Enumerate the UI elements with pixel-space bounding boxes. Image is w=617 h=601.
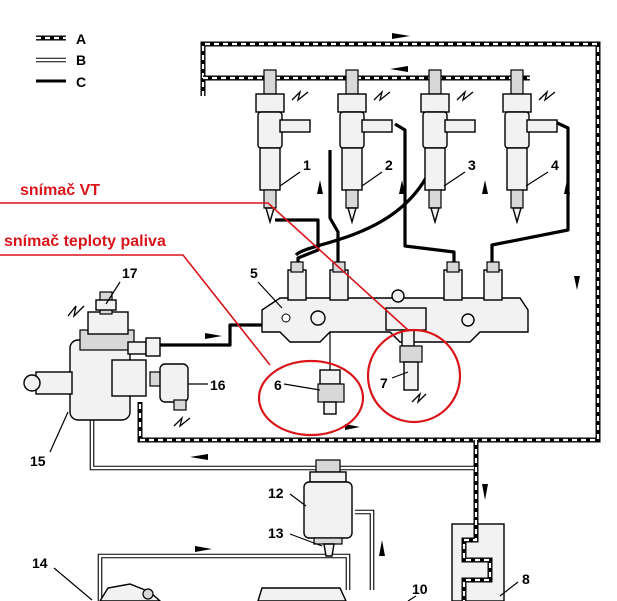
callout-14: 14 bbox=[32, 555, 48, 571]
electric-connector-bolt-icon bbox=[291, 89, 556, 102]
fuel-temp-sensor-label: snímač teploty paliva bbox=[4, 233, 166, 250]
fuel-temp-highlight-circle bbox=[257, 359, 365, 437]
callout-5: 5 bbox=[250, 265, 258, 281]
injector-1 bbox=[255, 69, 311, 225]
fuel-temp-annotation: snímač teploty paliva bbox=[0, 233, 365, 437]
fuel-temp-sensor bbox=[317, 332, 345, 415]
callout-7: 7 bbox=[380, 375, 388, 391]
fuel-cooler bbox=[451, 520, 505, 601]
vt-sensor-highlight-circle bbox=[366, 328, 462, 424]
vt-sensor-label: snímač VT bbox=[20, 182, 100, 199]
legend: A B C bbox=[36, 31, 86, 90]
callout-15: 15 bbox=[30, 453, 46, 469]
legend-label-c: C bbox=[76, 74, 86, 90]
lift-pump-partial bbox=[99, 583, 162, 601]
callout-17: 17 bbox=[122, 265, 138, 281]
injector-2 bbox=[337, 69, 393, 225]
flow-arrow-icon bbox=[190, 33, 580, 556]
callout-4: 4 bbox=[551, 157, 559, 173]
injector-3 bbox=[420, 69, 476, 225]
callout-16: 16 bbox=[210, 377, 226, 393]
callout-2: 2 bbox=[385, 157, 393, 173]
fuel-filter bbox=[303, 459, 353, 557]
callout-13: 13 bbox=[268, 525, 284, 541]
supply-line-b bbox=[89, 420, 474, 601]
callout-3: 3 bbox=[468, 157, 476, 173]
legend-label-b: B bbox=[76, 52, 86, 68]
fuel-tank-partial bbox=[257, 587, 347, 601]
callout-10: 10 bbox=[412, 581, 428, 597]
vt-sensor-annotation: snímač VT bbox=[0, 182, 462, 424]
callout-6: 6 bbox=[274, 377, 282, 393]
callout-1: 1 bbox=[303, 157, 311, 173]
callout-12: 12 bbox=[268, 485, 284, 501]
injector-4 bbox=[502, 69, 558, 225]
legend-label-a: A bbox=[76, 31, 86, 47]
callout-8: 8 bbox=[522, 571, 530, 587]
common-rail bbox=[261, 261, 529, 343]
callout-leaders bbox=[49, 171, 549, 601]
high-pressure-pump bbox=[23, 291, 191, 428]
